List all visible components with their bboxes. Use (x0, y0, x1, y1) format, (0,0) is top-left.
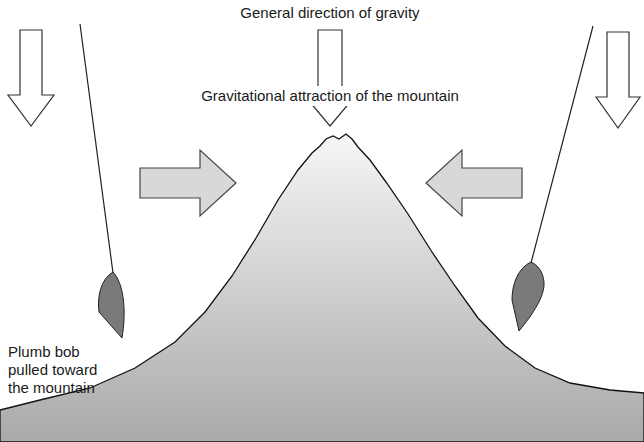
attraction-arrow (426, 150, 522, 216)
attraction-label: Gravitational attraction of the mountain (197, 86, 463, 106)
title-label: General direction of gravity (240, 4, 419, 22)
gravity-arrow (304, 30, 356, 126)
attraction-arrow (140, 150, 236, 216)
plumb-line (80, 24, 113, 273)
plumb-bob (99, 272, 125, 338)
gravity-arrow (596, 32, 640, 128)
gravity-arrow (8, 30, 54, 126)
plumb-bob-label: Plumb bob pulled toward the mountain (8, 343, 108, 397)
plumb-bob (512, 262, 544, 331)
mountain (0, 134, 644, 442)
plumb-line (531, 26, 593, 263)
